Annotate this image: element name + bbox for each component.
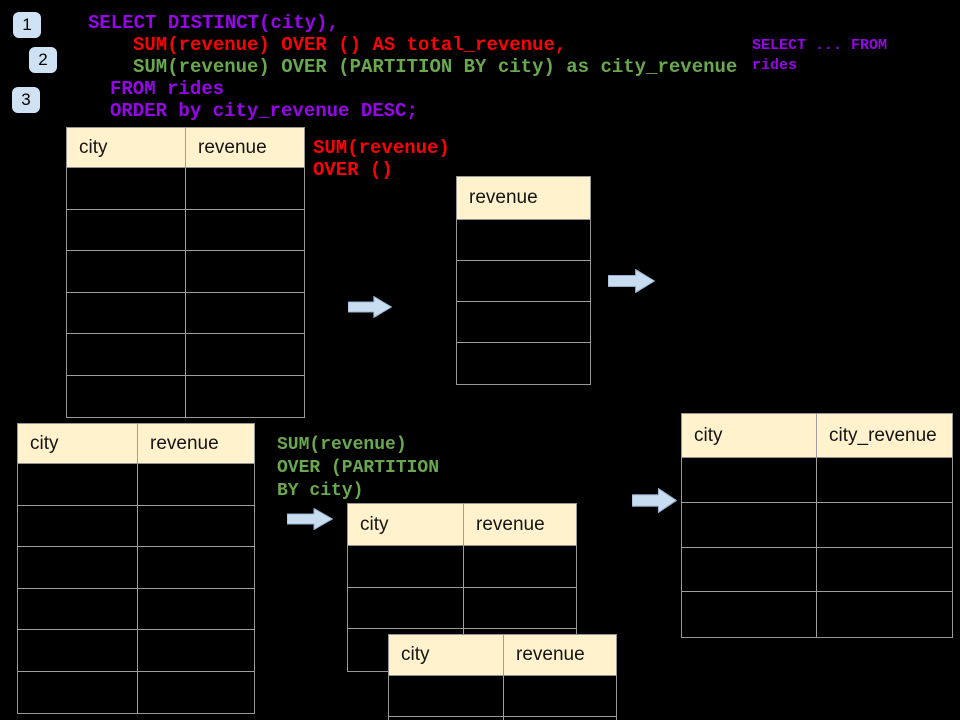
table-row (682, 547, 952, 593)
flow-arrow-right-icon (608, 269, 655, 293)
table-partition-overlay: city revenue (388, 634, 617, 720)
column-header-revenue: revenue (476, 513, 545, 535)
table-row (348, 546, 576, 588)
side-note-line-2: rides (752, 57, 798, 74)
table-cell (67, 292, 186, 333)
table-header-row: city city_revenue (682, 414, 952, 458)
flow-arrow-right-icon (287, 508, 333, 530)
table-total-result: revenue (456, 176, 591, 385)
table-row (457, 302, 590, 343)
table-cell (18, 505, 138, 546)
annotation-partition-line-1: SUM(revenue) (277, 435, 407, 455)
column-header-city: city (67, 128, 186, 167)
column-header-city-revenue: city_revenue (829, 424, 937, 446)
table-row (18, 505, 254, 547)
table-header-row: city revenue (67, 128, 304, 168)
table-cell (682, 547, 817, 592)
table-cell (18, 588, 138, 629)
table-cell (348, 587, 464, 628)
table-source-top: city revenue (66, 127, 305, 418)
column-header-revenue: revenue (516, 644, 585, 665)
table-row (18, 630, 254, 672)
table-row (389, 676, 616, 717)
table-final-result: city city_revenue (681, 413, 953, 639)
table-source-bottom: city revenue (17, 423, 255, 714)
step-badge-1: 1 (13, 12, 41, 38)
column-header-city: city (389, 635, 504, 675)
table-cell (389, 717, 504, 720)
table-cell (348, 546, 464, 587)
table-cell (682, 502, 817, 547)
column-header-revenue: revenue (469, 187, 538, 208)
table-cell (18, 464, 138, 505)
table-cell (682, 592, 817, 638)
annotation-partition-line-2: OVER (PARTITION (277, 458, 440, 478)
step-badge-2: 2 (29, 47, 57, 73)
table-row (682, 502, 952, 548)
annotation-total-line-1: SUM(revenue) (313, 137, 450, 159)
sql-line-total: SUM(revenue) OVER () AS total_revenue, (133, 34, 567, 56)
column-header-city: city (348, 504, 464, 545)
table-row (389, 717, 616, 720)
flow-arrow-right-icon (348, 296, 392, 318)
step-badge-3: 3 (12, 87, 40, 113)
table-row (457, 343, 590, 384)
table-cell (682, 458, 817, 502)
table-header-row: city revenue (348, 504, 576, 546)
table-cell (67, 168, 186, 209)
table-cell (67, 251, 186, 292)
table-row (18, 547, 254, 589)
flow-arrow-right-icon (632, 488, 677, 513)
table-row (18, 464, 254, 506)
table-partition-step: city revenue (347, 503, 577, 672)
table-row (18, 588, 254, 630)
table-row (682, 592, 952, 638)
sql-line-select: SELECT DISTINCT(city), (88, 12, 339, 34)
table-row (682, 458, 952, 503)
column-header-revenue: revenue (150, 432, 219, 454)
table-row (67, 334, 304, 376)
sql-line-order: ORDER by city_revenue DESC; (110, 100, 418, 122)
annotation-total-line-2: OVER () (313, 159, 393, 181)
column-header-city: city (18, 424, 138, 463)
side-note-line-1: SELECT ... FROM (752, 37, 888, 54)
table-row (348, 587, 576, 629)
sql-line-partition: SUM(revenue) OVER (PARTITION BY city) as… (133, 56, 738, 78)
sql-line-from: FROM rides (110, 78, 225, 100)
table-cell (67, 209, 186, 250)
table-row (67, 292, 304, 334)
table-row (67, 209, 304, 251)
column-header-city: city (682, 414, 817, 457)
annotation-partition-line-3: BY city) (277, 481, 364, 501)
table-row (67, 375, 304, 417)
table-cell (389, 676, 504, 716)
table-cell (18, 547, 138, 588)
table-header-row: city revenue (389, 635, 616, 676)
table-cell (67, 334, 186, 375)
table-row (18, 671, 254, 713)
table-row (67, 168, 304, 210)
table-cell (18, 630, 138, 671)
table-cell (67, 375, 186, 417)
column-header-revenue: revenue (198, 136, 267, 158)
table-row (457, 261, 590, 302)
table-row (67, 251, 304, 293)
table-header-row: revenue (457, 177, 590, 220)
table-cell (18, 671, 138, 713)
table-row (457, 220, 590, 261)
table-header-row: city revenue (18, 424, 254, 464)
